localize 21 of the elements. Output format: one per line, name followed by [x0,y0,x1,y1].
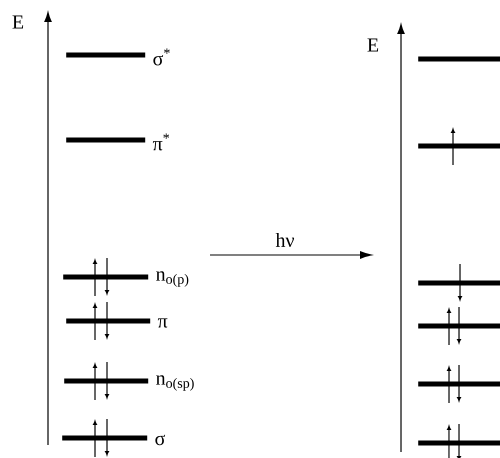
energy-level: n$_{o(sp)}$ [64,375,194,391]
energy-level: π$^{*}$ [66,134,170,150]
energy-level: σ [62,434,166,446]
energy-level [418,324,500,328]
energy-level [418,382,500,386]
transition-label: hν [276,232,294,248]
energy-level: σ$^{*}$ [66,48,170,66]
energy-level [418,280,500,286]
energy-level [418,56,500,62]
node-label: n$_{o(sp)}$ [156,375,194,391]
node-label: n$_{o(p)}$ [156,271,188,287]
node-label: π$^{*}$ [152,134,170,150]
energy-level [418,440,500,446]
energy-level [418,144,500,148]
node-label: σ$^{*}$ [153,48,170,66]
axis-label: E [367,38,378,52]
node-label: π [158,318,168,328]
energy-level: π [66,318,168,328]
energy-level: n$_{o(p)}$ [63,271,188,287]
axis-label: E [12,15,24,29]
node-label: σ [155,434,166,446]
